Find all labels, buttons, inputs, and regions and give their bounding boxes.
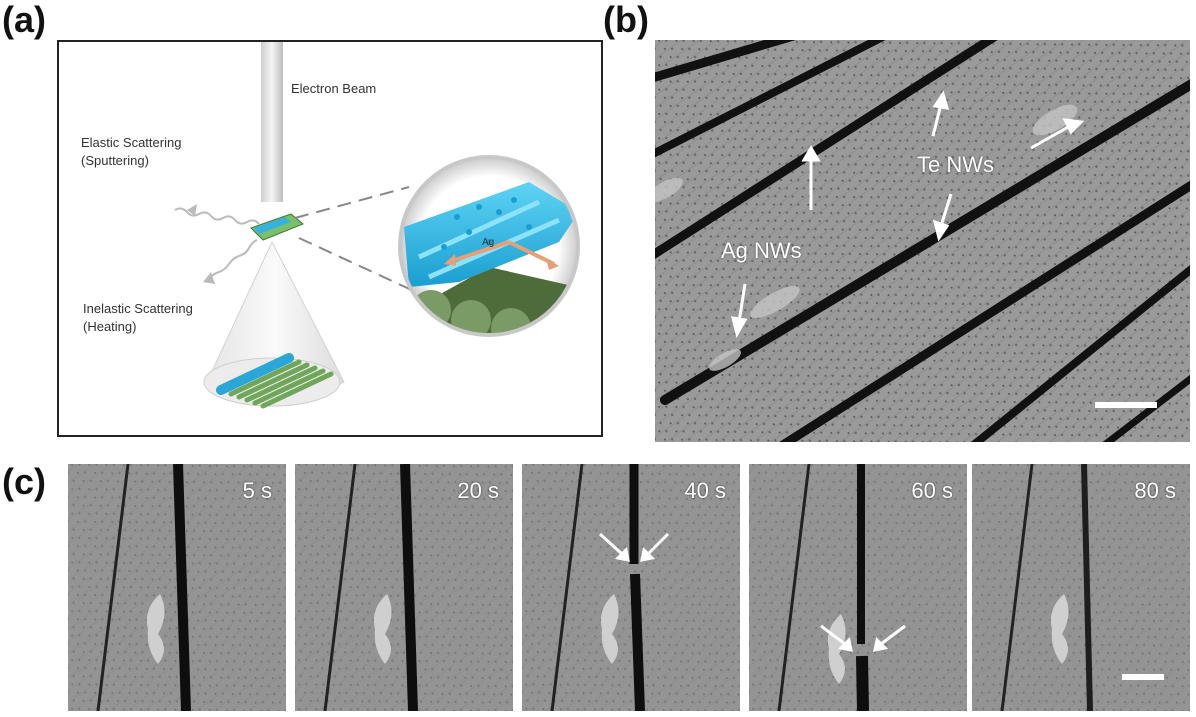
scale-bar-c bbox=[1122, 674, 1164, 680]
zoom-line-bottom bbox=[298, 237, 430, 299]
frame-time-label: 80 s bbox=[1134, 478, 1176, 503]
electron-beam-column bbox=[261, 42, 283, 202]
panel-label-a: (a) bbox=[2, 0, 46, 40]
annotation-arrows bbox=[730, 90, 1085, 338]
elastic-scattering-title: Elastic Scattering bbox=[81, 135, 182, 150]
time-frame-4: 60 s bbox=[749, 464, 967, 711]
tem-micrograph: Te NWs Ag NWs bbox=[655, 40, 1190, 442]
zoom-line-top bbox=[294, 186, 410, 219]
inelastic-scattering-note: (Heating) bbox=[83, 318, 137, 334]
zoom-inset bbox=[398, 155, 580, 337]
electron-beam-label: Electron Beam bbox=[291, 81, 377, 96]
time-frame-3: 40 s bbox=[522, 464, 740, 711]
ag-zoom-label: Ag bbox=[482, 237, 495, 248]
time-frame-1: 5 s bbox=[68, 464, 286, 711]
panel-label-c: (c) bbox=[2, 461, 46, 502]
frame-time-label: 20 s bbox=[457, 478, 499, 503]
frame-time-label: 5 s bbox=[242, 478, 272, 503]
nanowire-bundle bbox=[216, 353, 334, 409]
contrast-patches bbox=[655, 104, 1078, 371]
break-arrows bbox=[598, 532, 670, 562]
inelastic-scatter-wave bbox=[208, 239, 258, 281]
inelastic-arrowhead bbox=[203, 272, 215, 284]
inelastic-scattering-title: Inelastic Scattering bbox=[83, 301, 193, 316]
elastic-scattering-label: Elastic Scattering (Sputtering) bbox=[81, 134, 181, 169]
panel-label-b: (b) bbox=[603, 0, 649, 40]
ag-nanowires-label: Ag NWs bbox=[721, 238, 802, 263]
ag-nanowires bbox=[655, 40, 1190, 442]
schematic-illustration bbox=[174, 42, 580, 409]
elastic-scatter-wave bbox=[174, 207, 260, 225]
sample-chip bbox=[250, 213, 304, 241]
time-frame-2: 20 s bbox=[295, 464, 513, 711]
frame-time-label: 60 s bbox=[911, 478, 953, 503]
scale-bar-b bbox=[1095, 402, 1157, 408]
elastic-arrowhead bbox=[187, 204, 197, 216]
frame-time-label: 40 s bbox=[684, 478, 726, 503]
elastic-scattering-note: (Sputtering) bbox=[81, 152, 149, 168]
te-nanowires-label: Te NWs bbox=[917, 152, 994, 177]
time-frame-5: 80 s bbox=[972, 464, 1190, 711]
inelastic-scattering-label: Inelastic Scattering (Heating) bbox=[83, 300, 193, 335]
tem-image bbox=[655, 40, 1190, 442]
break-arrows bbox=[820, 624, 906, 652]
schematic-panel: Electron Beam Elastic Scattering (Sputte… bbox=[57, 40, 603, 437]
